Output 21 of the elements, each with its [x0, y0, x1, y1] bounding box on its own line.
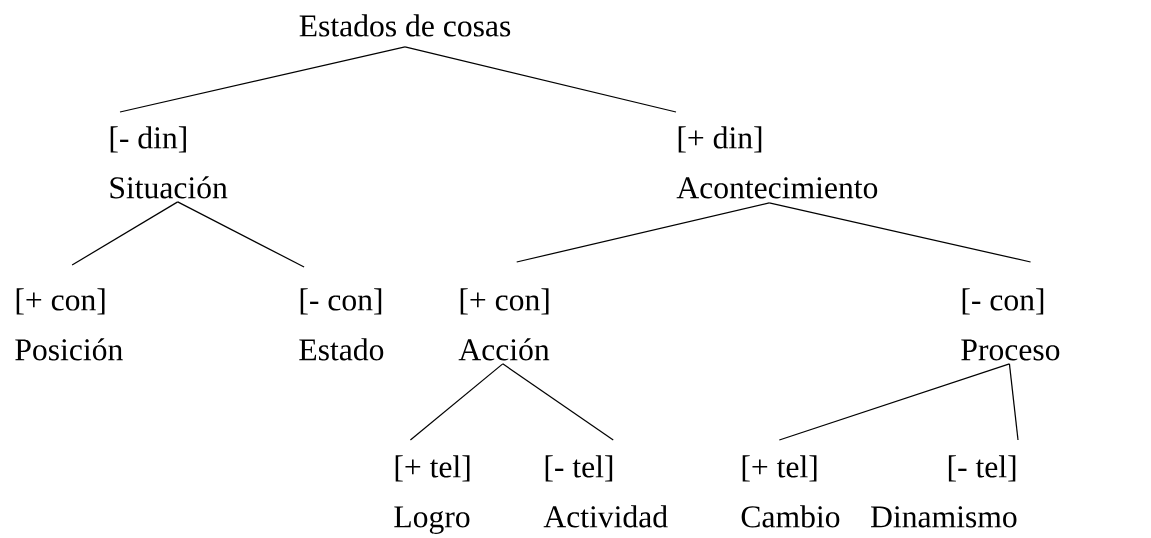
- branch-line: [768, 202, 1032, 263]
- tree-label: [+ din] Acontecimiento: [676, 126, 878, 199]
- branch-line: [409, 363, 504, 441]
- branch-line: [778, 363, 1011, 441]
- branch-line: [119, 46, 406, 113]
- tree-label: [+ tel] Logro: [394, 455, 470, 535]
- branch-line: [1008, 363, 1019, 441]
- tree-label: [- tel] Actividad: [543, 455, 668, 528]
- tree-label: [- con] Estado: [299, 288, 384, 361]
- branch-line: [502, 363, 614, 441]
- branch-line: [516, 202, 770, 263]
- tree-label: [+ con] Posición: [15, 288, 123, 361]
- tree-label: [- tel] Dinamismo: [871, 455, 1017, 528]
- tree-label: [+ tel] Cambio: [741, 455, 840, 528]
- tree-label: Estados de cosas: [299, 14, 511, 37]
- tree-label: [- din] Situación: [110, 126, 228, 199]
- branch-line: [404, 46, 677, 113]
- branch-line: [177, 201, 305, 268]
- tree-label: [- con] Proceso: [961, 288, 1060, 361]
- tree-label: [+ con] Acción: [458, 288, 550, 361]
- branch-line: [71, 201, 179, 266]
